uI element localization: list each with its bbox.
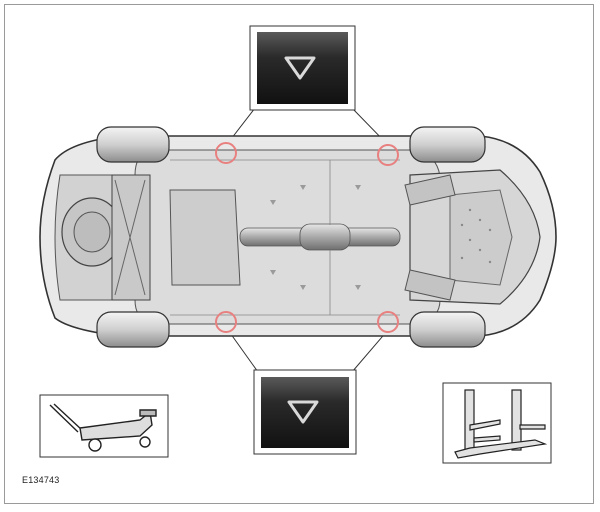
front-right-wheel: [409, 311, 486, 348]
rear-right-wheel: [96, 311, 170, 348]
floor-jack-icon: [49, 403, 157, 452]
lift-point-markers: [215, 142, 399, 333]
lift-point-front-left: [377, 144, 399, 166]
lift-point-rear-right: [215, 311, 237, 333]
lift-point-detail-bottom: [253, 369, 357, 455]
reference-code: E134743: [22, 475, 60, 485]
triangle-lift-pad-icon: [287, 400, 319, 424]
vehicle-underbody: [39, 126, 557, 348]
front-left-wheel: [409, 126, 486, 163]
lift-point-rear-left: [215, 142, 237, 164]
floor-jack-box: [39, 394, 169, 458]
two-post-lift-icon: [454, 389, 548, 459]
rear-left-wheel: [96, 126, 170, 163]
lift-point-front-right: [377, 311, 399, 333]
two-post-lift-box: [442, 382, 552, 464]
lift-point-detail-top: [249, 25, 356, 111]
triangle-lift-pad-icon: [284, 56, 316, 80]
